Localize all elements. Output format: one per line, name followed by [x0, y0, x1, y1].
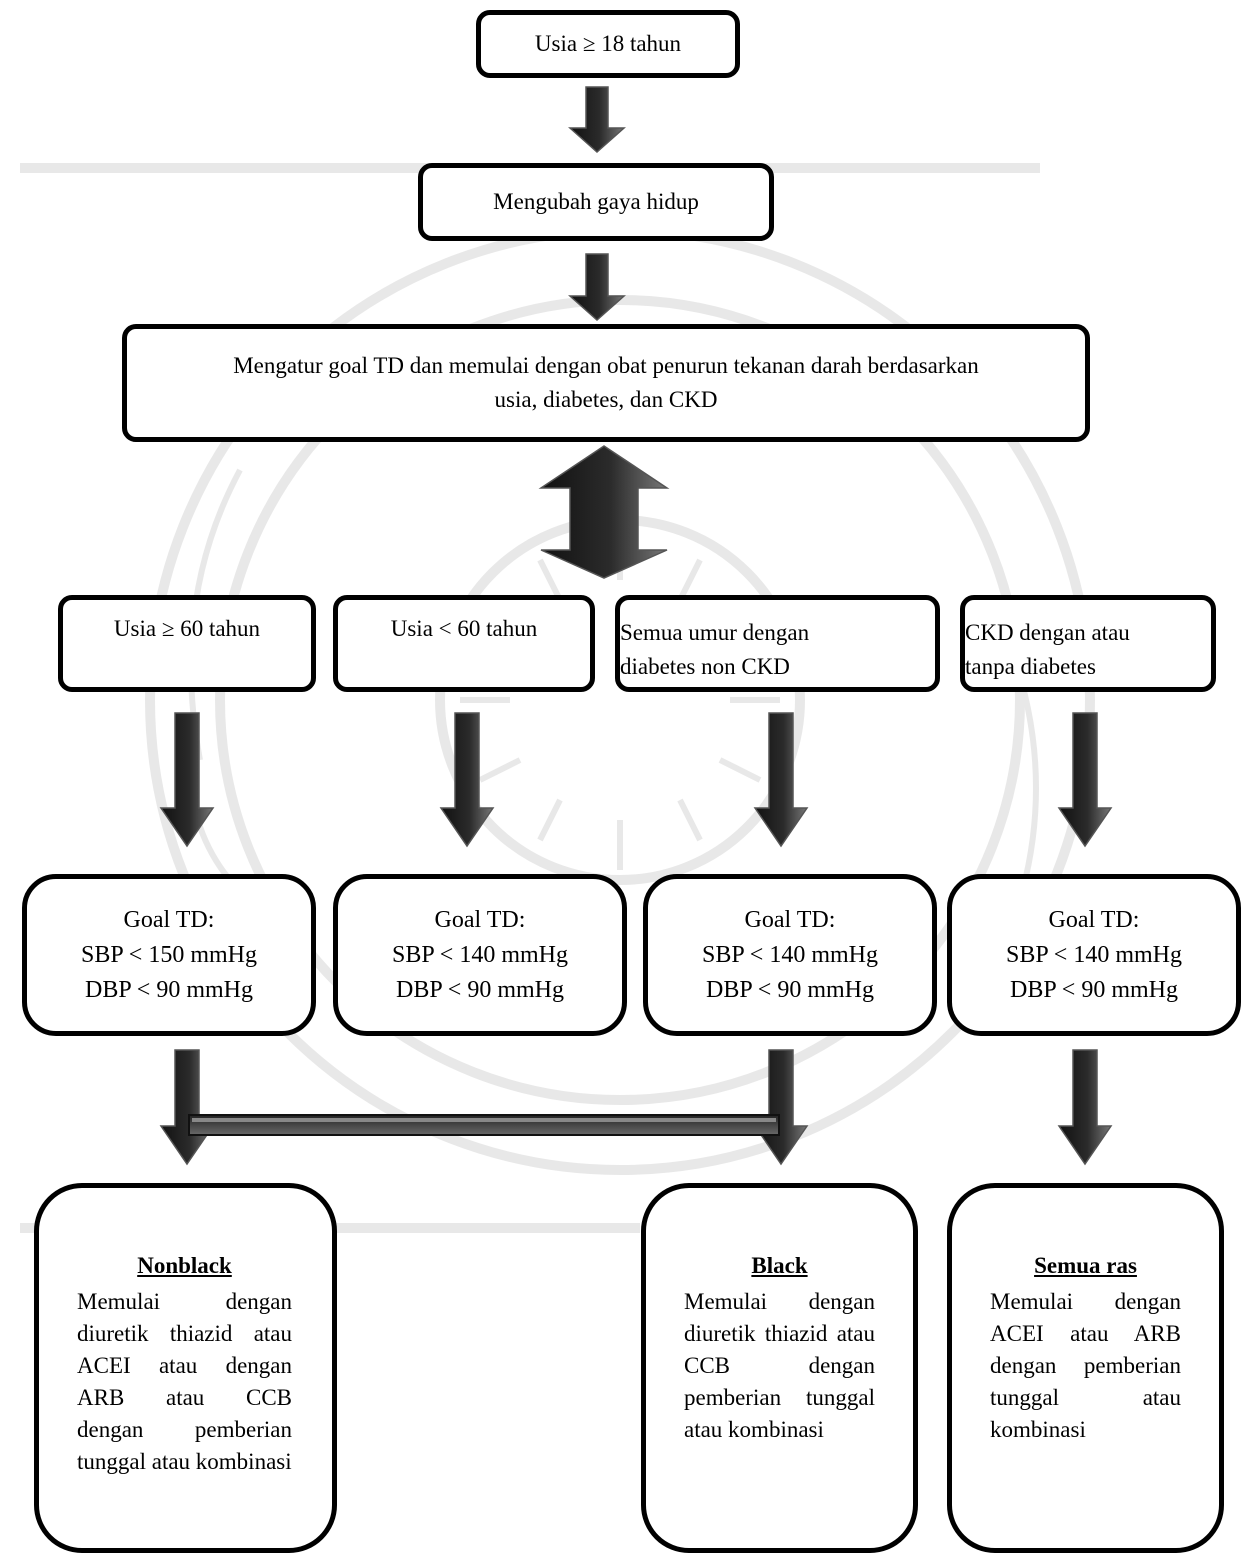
goal-sbp: SBP < 140 mmHg — [391, 941, 568, 968]
goal-box: Goal TD: SBP < 140 mmHg DBP < 90 mmHg — [947, 874, 1241, 1036]
treatment-text: Memulai dengan diuretik thiazid atau CCB… — [684, 1289, 875, 1442]
down-arrow-icon — [1057, 1049, 1113, 1166]
goal-dbp: DBP < 90 mmHg — [1010, 976, 1178, 1003]
group-label-line2: tanpa diabetes — [965, 654, 1096, 679]
down-arrow-icon — [568, 253, 626, 322]
treatment-box-all-races: Semua ras Memulai dengan ACEI atau ARB d… — [947, 1183, 1224, 1553]
goal-dbp: DBP < 90 mmHg — [85, 976, 253, 1003]
goal-setting-line1: Mengatur goal TD dan memulai dengan obat… — [233, 353, 979, 378]
goal-dbp: DBP < 90 mmHg — [706, 976, 874, 1003]
group-box-age-under-60: Usia < 60 tahun — [333, 595, 595, 692]
treatment-heading: Nonblack — [137, 1253, 232, 1278]
down-arrow-icon — [1057, 712, 1113, 848]
treatment-box-black: Black Memulai dengan diuretik thiazid at… — [641, 1183, 918, 1553]
goal-title: Goal TD: — [744, 906, 836, 933]
goal-title: Goal TD: — [434, 906, 526, 933]
treatment-box-nonblack: Nonblack Memulai dengan diuretik thiazid… — [34, 1183, 337, 1553]
treatment-text: Memulai dengan ACEI atau ARB dengan pemb… — [990, 1289, 1181, 1442]
down-arrow-icon — [159, 1049, 215, 1166]
group-label: Usia < 60 tahun — [390, 616, 538, 641]
lifestyle-label: Mengubah gaya hidup — [493, 189, 699, 214]
lifestyle-box: Mengubah gaya hidup — [418, 163, 774, 241]
double-arrow-icon — [538, 445, 670, 579]
treatment-text: Memulai dengan diuretik thiazid atau ACE… — [77, 1289, 292, 1474]
down-arrow-icon — [439, 712, 495, 848]
goal-box: Goal TD: SBP < 150 mmHg DBP < 90 mmHg — [22, 874, 316, 1036]
goal-sbp: SBP < 140 mmHg — [1005, 941, 1182, 968]
goal-title: Goal TD: — [1048, 906, 1140, 933]
down-arrow-icon — [753, 1049, 809, 1166]
goal-sbp: SBP < 140 mmHg — [701, 941, 878, 968]
group-label: Semua umur dengan — [620, 620, 810, 645]
goal-setting-line2: usia, diabetes, dan CKD — [494, 387, 718, 412]
down-arrow-icon — [753, 712, 809, 848]
goal-box: Goal TD: SBP < 140 mmHg DBP < 90 mmHg — [333, 874, 627, 1036]
treatment-heading: Black — [751, 1253, 808, 1278]
group-label: CKD dengan atau — [965, 620, 1130, 645]
goal-dbp: DBP < 90 mmHg — [396, 976, 564, 1003]
down-arrow-icon — [159, 712, 215, 848]
goal-box: Goal TD: SBP < 140 mmHg DBP < 90 mmHg — [643, 874, 937, 1036]
start-box: Usia ≥ 18 tahun — [476, 10, 740, 78]
group-box-diabetes-non-ckd: Semua umur dengan diabetes non CKD — [615, 595, 940, 692]
goal-setting-box: Mengatur goal TD dan memulai dengan obat… — [122, 324, 1090, 442]
treatment-heading: Semua ras — [1034, 1253, 1137, 1278]
goal-sbp: SBP < 150 mmHg — [80, 941, 257, 968]
group-box-ckd: CKD dengan atau tanpa diabetes — [960, 595, 1216, 692]
goal-title: Goal TD: — [123, 906, 215, 933]
down-arrow-icon — [568, 86, 626, 154]
group-label-line2: diabetes non CKD — [620, 654, 790, 679]
group-label: Usia ≥ 60 tahun — [113, 616, 261, 641]
group-box-age-60-plus: Usia ≥ 60 tahun — [58, 595, 316, 692]
start-label: Usia ≥ 18 tahun — [534, 31, 682, 56]
